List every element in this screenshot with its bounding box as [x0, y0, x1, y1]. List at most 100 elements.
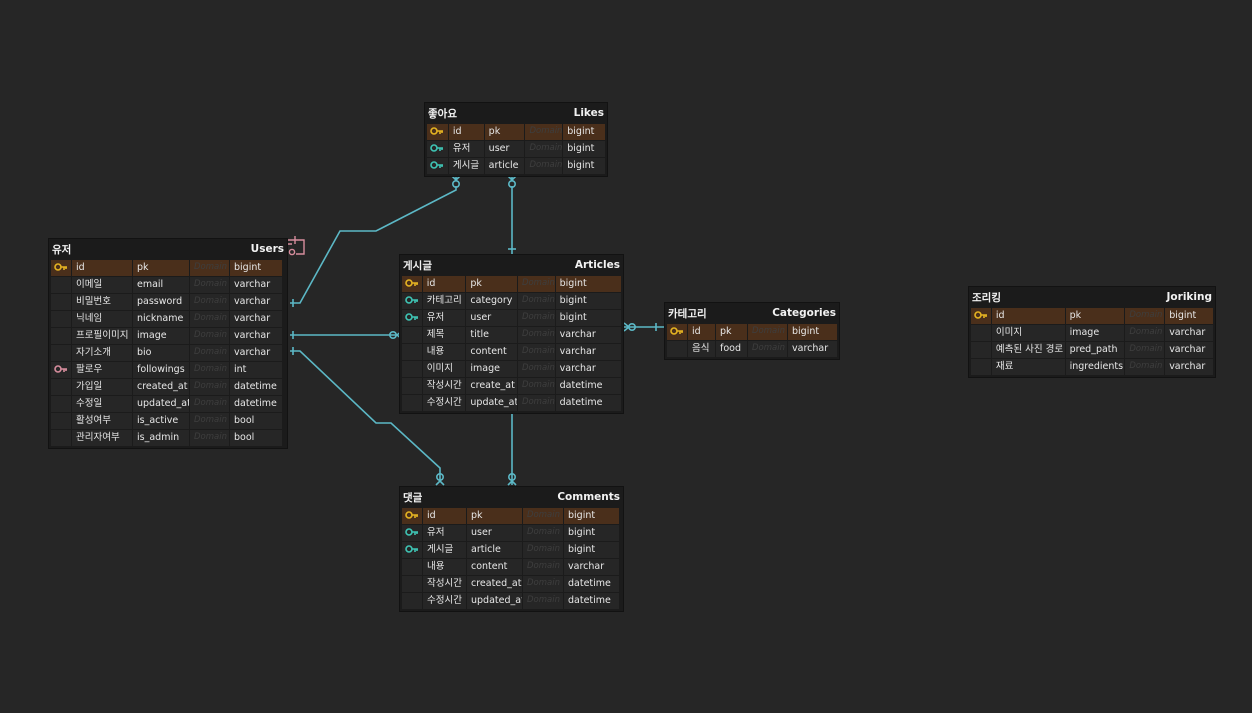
column-domain: Domain — [190, 362, 230, 378]
column-physical-name: password — [133, 294, 190, 310]
edge-comments-users[interactable] — [290, 350, 441, 481]
empty-key-cell — [51, 311, 72, 327]
table-physical-name: Articles — [574, 259, 620, 271]
column-domain: Domain — [523, 559, 564, 575]
relation-key-icon — [51, 362, 72, 378]
column-physical-name: create_at — [466, 378, 518, 394]
column-physical-name: pk — [1065, 308, 1126, 324]
edge-likes-users[interactable] — [290, 186, 457, 304]
column-domain: Domain — [190, 379, 230, 395]
column-logical-name: 제목 — [422, 327, 467, 343]
empty-key-cell — [402, 361, 423, 377]
column-physical-name: article — [484, 158, 526, 174]
column-logical-name: id — [72, 260, 133, 276]
column-logical-name: id — [422, 276, 467, 292]
column-domain: Domain — [1125, 325, 1166, 341]
table-physical-name: Joriking — [1166, 291, 1212, 303]
column-data-type: bigint — [555, 293, 621, 309]
empty-key-cell — [402, 395, 423, 411]
column-physical-name: created_at — [133, 379, 190, 395]
column-logical-name: 프로필이미지 — [72, 328, 133, 344]
column-data-type: varchar — [1165, 359, 1213, 375]
empty-key-cell — [971, 359, 992, 375]
column-logical-name: 작성시간 — [423, 576, 467, 592]
table-physical-name: Likes — [573, 107, 604, 119]
edge-markers — [288, 175, 657, 486]
column-data-type: datetime — [564, 593, 619, 609]
column-data-type: datetime — [564, 576, 619, 592]
empty-key-cell — [51, 345, 72, 361]
column-domain: Domain — [517, 327, 556, 343]
empty-key-cell — [402, 378, 423, 394]
column-domain: Domain — [517, 395, 556, 411]
column-physical-name: bio — [133, 345, 190, 361]
column-domain: Domain — [523, 508, 564, 524]
primary-key-icon — [427, 124, 449, 140]
column-physical-name: email — [133, 277, 190, 293]
empty-key-cell — [51, 328, 72, 344]
column-physical-name: created_at — [467, 576, 523, 592]
table-footer-pad — [400, 609, 623, 611]
primary-key-icon — [971, 308, 992, 324]
column-logical-name: 작성시간 — [422, 378, 467, 394]
column-logical-name: 팔로우 — [72, 362, 133, 378]
column-data-type: bigint — [564, 542, 619, 558]
column-physical-name: pk — [484, 124, 526, 140]
column-data-type: varchar — [555, 327, 621, 343]
primary-key-icon — [402, 508, 423, 524]
column-data-type: bigint — [563, 141, 606, 157]
column-data-type: datetime — [230, 379, 282, 395]
column-logical-name: 카테고리 — [422, 293, 467, 309]
foreign-key-icon — [427, 158, 449, 174]
column-data-type: varchar — [230, 277, 282, 293]
column-physical-name: category — [466, 293, 518, 309]
column-physical-name: followings — [133, 362, 190, 378]
